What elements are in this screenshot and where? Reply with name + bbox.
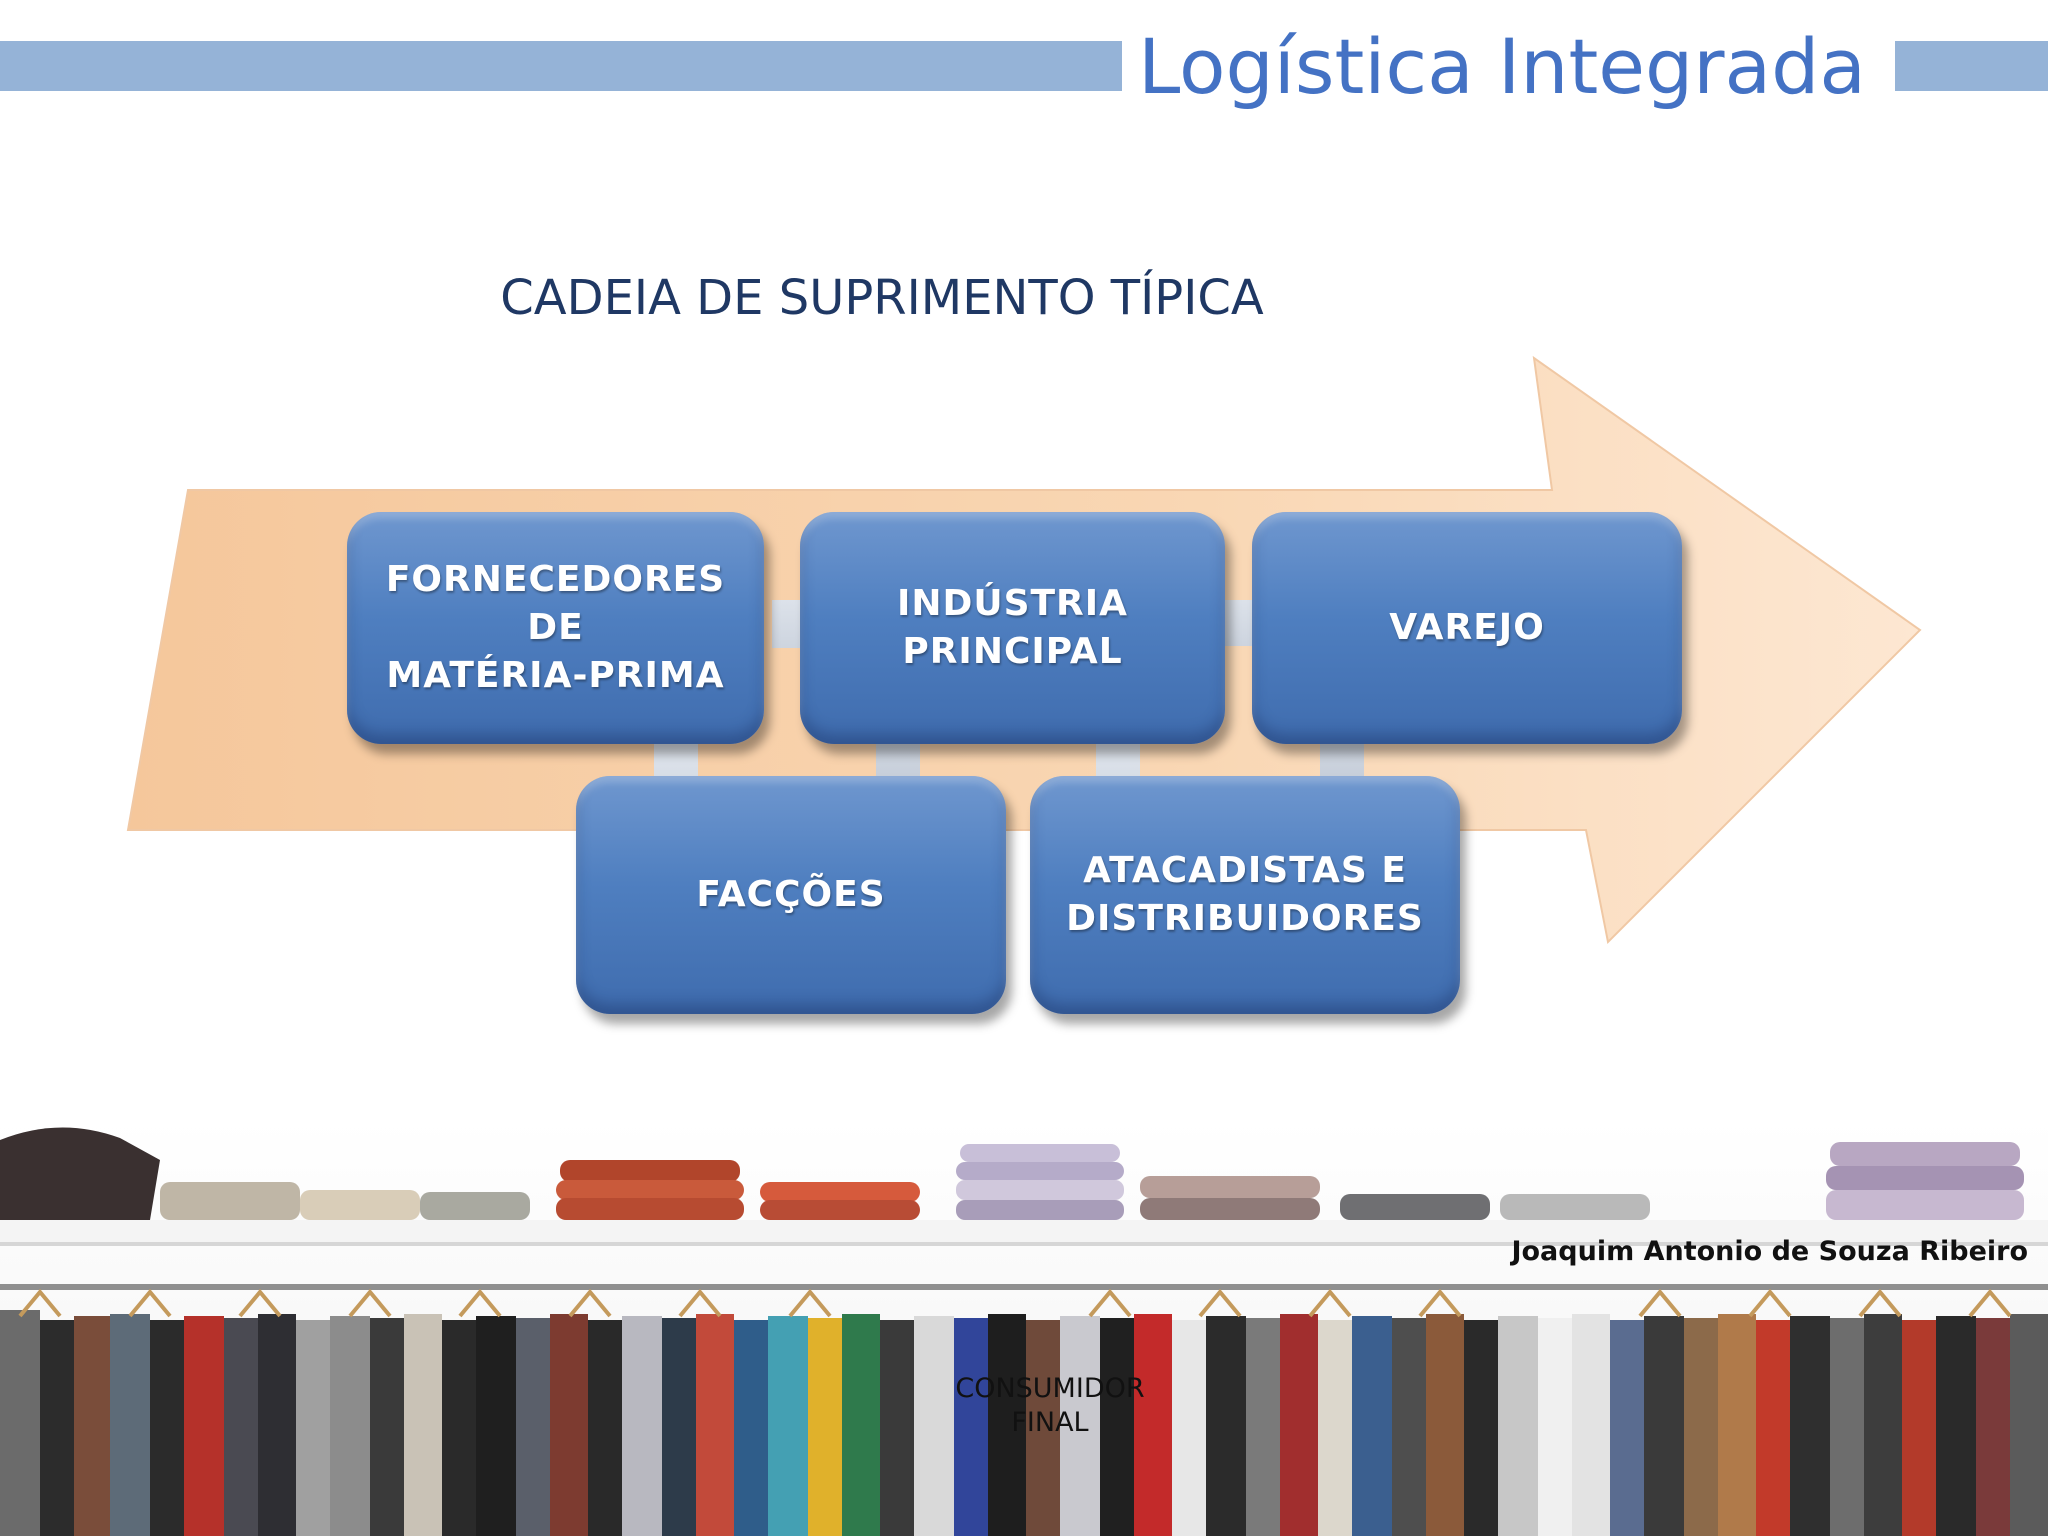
consumer-final-label: CONSUMIDOR FINAL [930,1372,1170,1440]
node-industria-line1: INDÚSTRIA [896,583,1129,624]
folded-clothes-stacks [0,1127,2024,1220]
node-atacadistas-line2: DISTRIBUIDORES [1066,898,1424,939]
node-faccoes: FACÇÕES [576,776,1006,1014]
hanging-clothes [0,1310,2048,1536]
header-bar-left [0,41,1122,91]
node-industria-line2: PRINCIPAL [902,631,1123,672]
node-atacadistas-line1: ATACADISTAS E [1083,850,1407,891]
node-fornecedores-line2: DE [527,607,584,648]
diagram-subtitle: CADEIA DE SUPRIMENTO TÍPICA [500,270,1264,326]
node-fornecedores-line1: FORNECEDORES [385,559,726,600]
hangers [18,1288,2012,1318]
node-atacadistas: ATACADISTAS E DISTRIBUIDORES [1030,776,1460,1014]
node-fornecedores-line3: MATÉRIA-PRIMA [386,655,725,696]
node-faccoes-line1: FACÇÕES [696,874,886,915]
node-industria: INDÚSTRIA PRINCIPAL [800,512,1225,744]
consumer-final-line2: FINAL [1011,1407,1089,1438]
consumer-final-line1: CONSUMIDOR [955,1373,1145,1404]
node-varejo-line1: VAREJO [1389,607,1545,648]
author-credit: Joaquim Antonio de Souza Ribeiro [1511,1236,2028,1267]
clothing-store-image [0,1120,2048,1536]
node-fornecedores: FORNECEDORES DE MATÉRIA-PRIMA [347,512,764,744]
node-varejo: VAREJO [1252,512,1682,744]
slide-title: Logística Integrada [1138,22,1866,111]
header-bar-right [1895,41,2048,91]
